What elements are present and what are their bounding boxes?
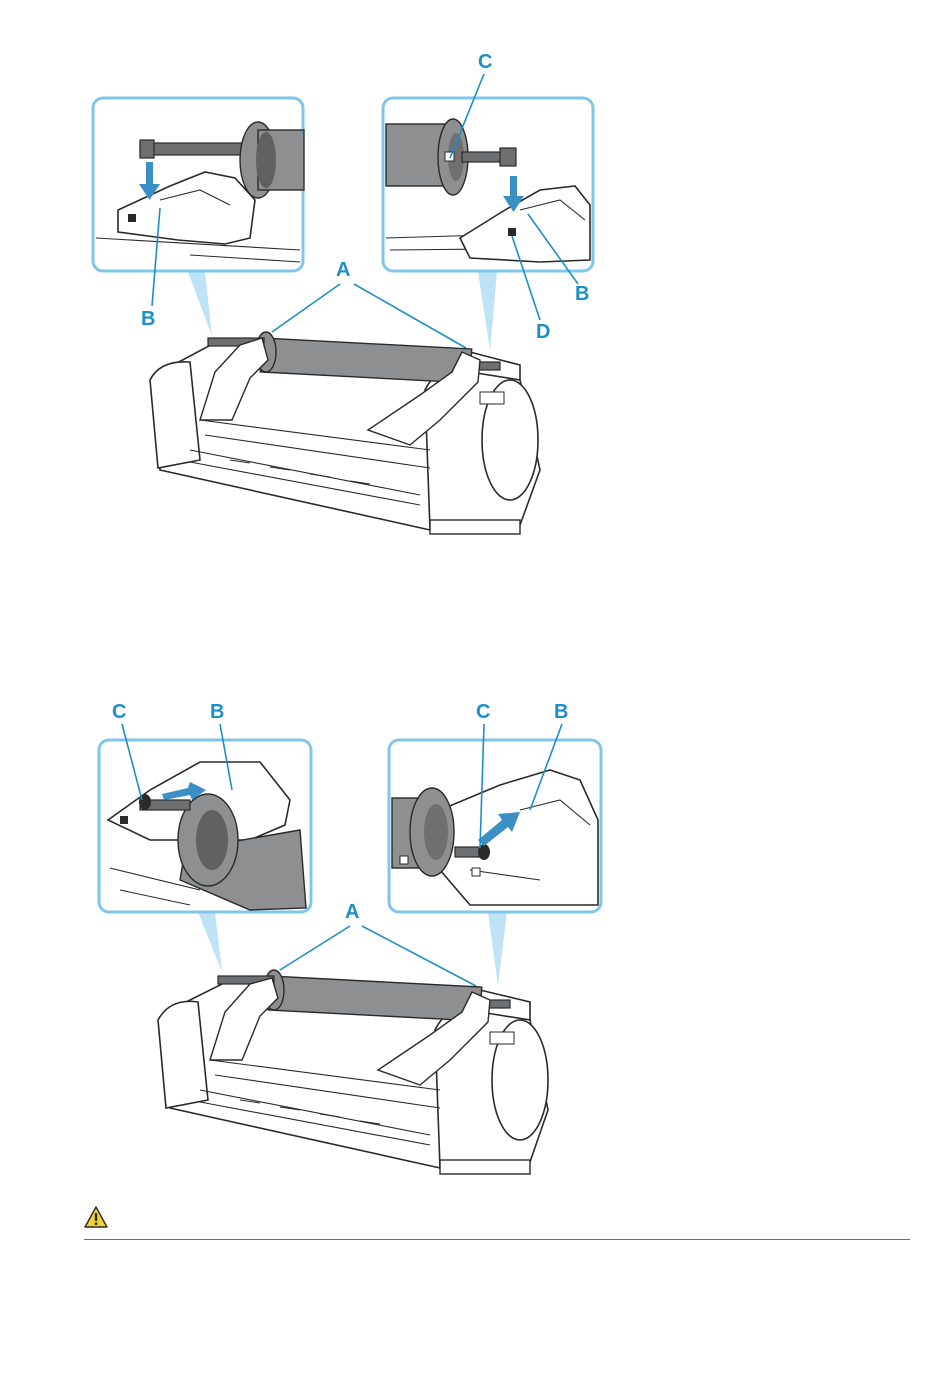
left-holder-mark	[128, 214, 136, 222]
label-c: C	[478, 51, 492, 73]
caution-header	[84, 1206, 910, 1240]
figure-top: C B B D A	[0, 0, 950, 560]
right-roll	[386, 124, 446, 186]
printer-bottom	[158, 970, 548, 1174]
left-inset-2	[99, 740, 311, 912]
label-a-2: A	[345, 901, 359, 923]
left-inset	[93, 98, 304, 271]
right-inset-2	[389, 740, 601, 912]
figure-bottom: C B C B A	[0, 690, 950, 1180]
caution-divider	[84, 1239, 910, 1240]
label-b-right: B	[575, 283, 589, 305]
label-d: D	[536, 321, 550, 343]
right-inset-pointer-2	[488, 912, 507, 986]
warning-triangle-icon	[84, 1206, 108, 1228]
label-b-left: B	[141, 308, 155, 330]
right-inset	[383, 98, 593, 271]
label-c-right: C	[476, 701, 490, 723]
right-holder-mark	[508, 228, 516, 236]
right-inset-pointer	[478, 272, 497, 350]
label-b-right-2: B	[554, 701, 568, 723]
printer-top	[150, 332, 540, 534]
left-shaft	[140, 143, 250, 155]
figure-bottom-illustration: C B C B A	[0, 690, 950, 1180]
label-b-left-2: B	[210, 701, 224, 723]
label-c-left: C	[112, 701, 126, 723]
figure-top-illustration: C B B D A	[0, 0, 950, 560]
left-inset-pointer-2	[198, 912, 222, 972]
label-a: A	[336, 259, 350, 281]
left-inset-pointer	[188, 272, 212, 336]
